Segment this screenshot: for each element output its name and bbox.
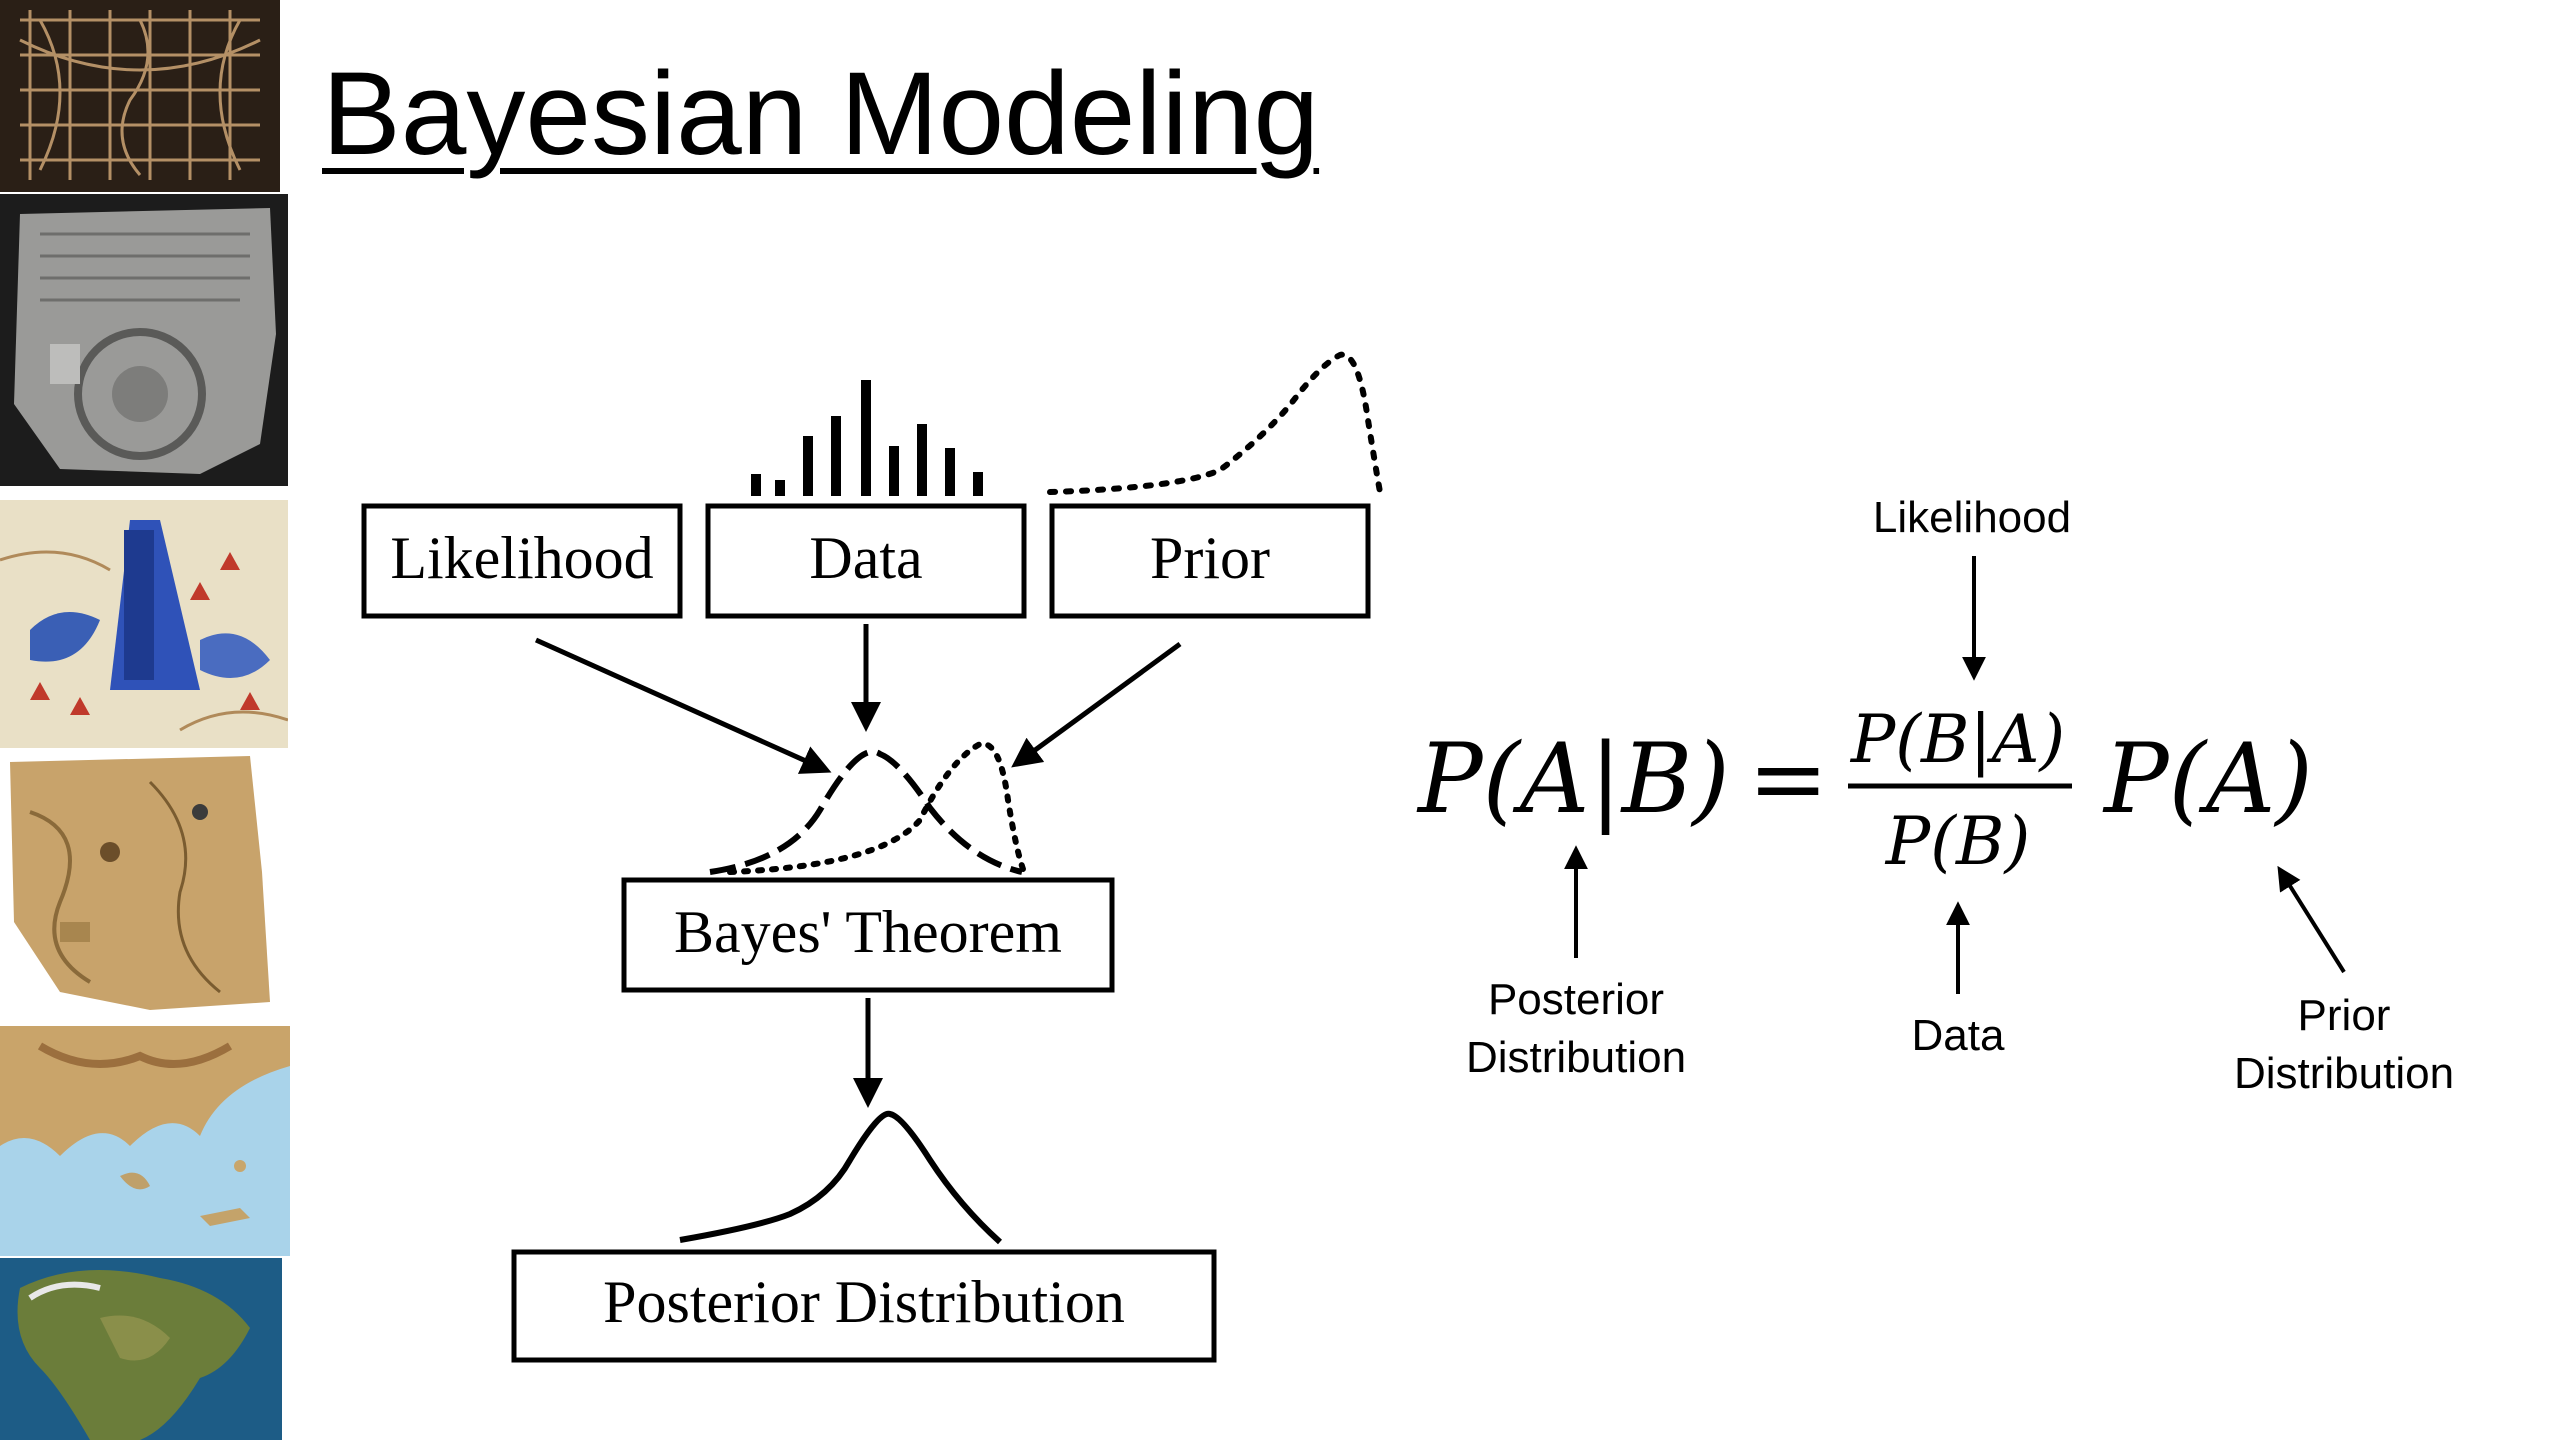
posterior-curve-icon	[679, 1110, 1003, 1245]
parchment-map-thumbnail	[0, 752, 272, 1014]
relief-map-thumbnail	[0, 1026, 290, 1256]
data-histogram-icon	[751, 380, 983, 496]
likelihood-to-bayes-arrow	[534, 637, 832, 774]
prior-to-bayes-arrow	[1011, 641, 1182, 768]
bayes-equation: P(A|B) = P(B|A) P(B) P(A)	[1416, 701, 2313, 880]
equation-lhs: P(A|B)	[1416, 723, 1730, 835]
equation-prior-label-line1: Prior	[2298, 991, 2391, 1040]
bayes-theorem-label: Bayes' Theorem	[674, 899, 1062, 965]
equation-rhs: P(A)	[2102, 723, 2313, 835]
clay-tablet-map-thumbnail	[0, 194, 288, 486]
prior-curve-icon	[1047, 351, 1383, 495]
prior-dotted-curve	[727, 740, 1027, 875]
posterior-distribution-label: Posterior Distribution	[603, 1269, 1125, 1335]
wooden-grid-map-thumbnail	[0, 0, 280, 192]
equation-likelihood-label: Likelihood	[1873, 493, 2071, 542]
equation-denominator: P(B)	[1885, 803, 2030, 880]
likelihood-box: Likelihood	[361, 503, 683, 619]
globe-satellite-map-thumbnail	[0, 1258, 282, 1440]
likelihood-box-label: Likelihood	[390, 525, 653, 591]
prior-box-label: Prior	[1150, 525, 1270, 591]
equation-posterior-label-line1: Posterior	[1488, 975, 1664, 1024]
equation-prior-label-line2: Distribution	[2234, 1049, 2454, 1098]
equation-posterior-label-line2: Distribution	[1466, 1033, 1686, 1082]
equation-numerator: P(B|A)	[1850, 701, 2065, 778]
equation-data-label: Data	[1912, 1011, 2005, 1060]
bayes-theorem-box: Bayes' Theorem	[621, 877, 1115, 993]
prior-box: Prior	[1049, 503, 1371, 619]
posterior-distribution-box: Posterior Distribution	[511, 1249, 1217, 1363]
equation-equals: =	[1748, 723, 1828, 835]
data-box-label: Data	[809, 525, 922, 591]
thumbnail-strip	[0, 0, 290, 1440]
page-title: Bayesian Modeling	[322, 48, 1320, 180]
prior-annotation-arrow	[2277, 865, 2346, 974]
likelihood-dashed-curve	[709, 748, 1023, 875]
data-box: Data	[705, 503, 1027, 619]
painted-illustrated-map-thumbnail	[0, 500, 288, 748]
